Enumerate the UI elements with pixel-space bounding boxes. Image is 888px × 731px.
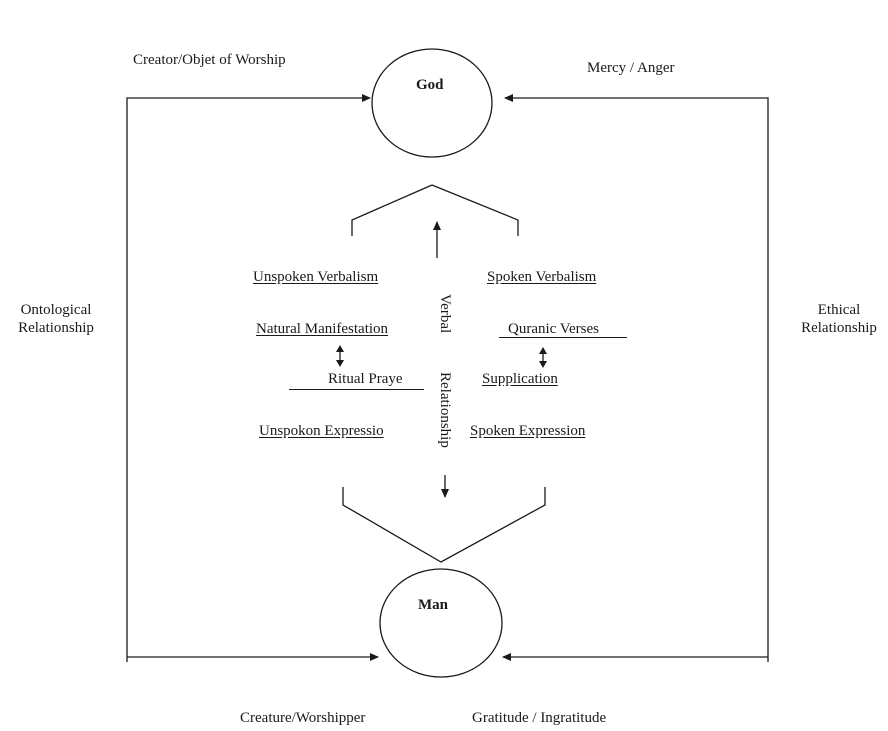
verbal-word-vertical: Verbal [437,294,453,334]
quranic-verses-item: Quranic Verses [508,321,599,337]
god-label: God [416,77,444,93]
man-node [379,568,503,678]
ritual-prayer-underline [289,389,424,390]
ontological-frame-top [126,94,371,662]
right-double-arrow-icon [539,347,547,368]
spoken-expression-item: Spoken Expression [470,423,586,439]
creature-label: Creature/Worshipper [240,710,366,726]
mercy-anger-label: Mercy / Anger [587,60,675,76]
quranic-verses-underline [499,337,627,338]
unspoken-expression-item: Unspokon Expressio [259,423,384,439]
ritual-prayer-item: Ritual Praye [328,371,403,387]
left-double-arrow-icon [336,345,344,367]
bottom-bracket [342,487,546,563]
man-label: Man [418,597,448,613]
god-node [371,48,493,158]
natural-manifestation-item: Natural Manifestation [256,321,389,337]
top-bracket [351,184,519,236]
unspoken-verbalism-heading: Unspoken Verbalism [253,269,379,285]
ethical-frame-top [504,94,769,662]
supplication-item: Supplication [482,371,558,387]
ontological-label: Ontological Relationship [18,302,94,336]
spoken-verbalism-heading: Spoken Verbalism [487,269,597,285]
ethical-label: Ethical Relationship [801,302,877,336]
gratitude-label: Gratitude / Ingratitude [472,710,607,726]
creator-label: Creator/Objet of Worship [133,52,286,68]
relationship-word-vertical: Relationship [437,372,453,448]
